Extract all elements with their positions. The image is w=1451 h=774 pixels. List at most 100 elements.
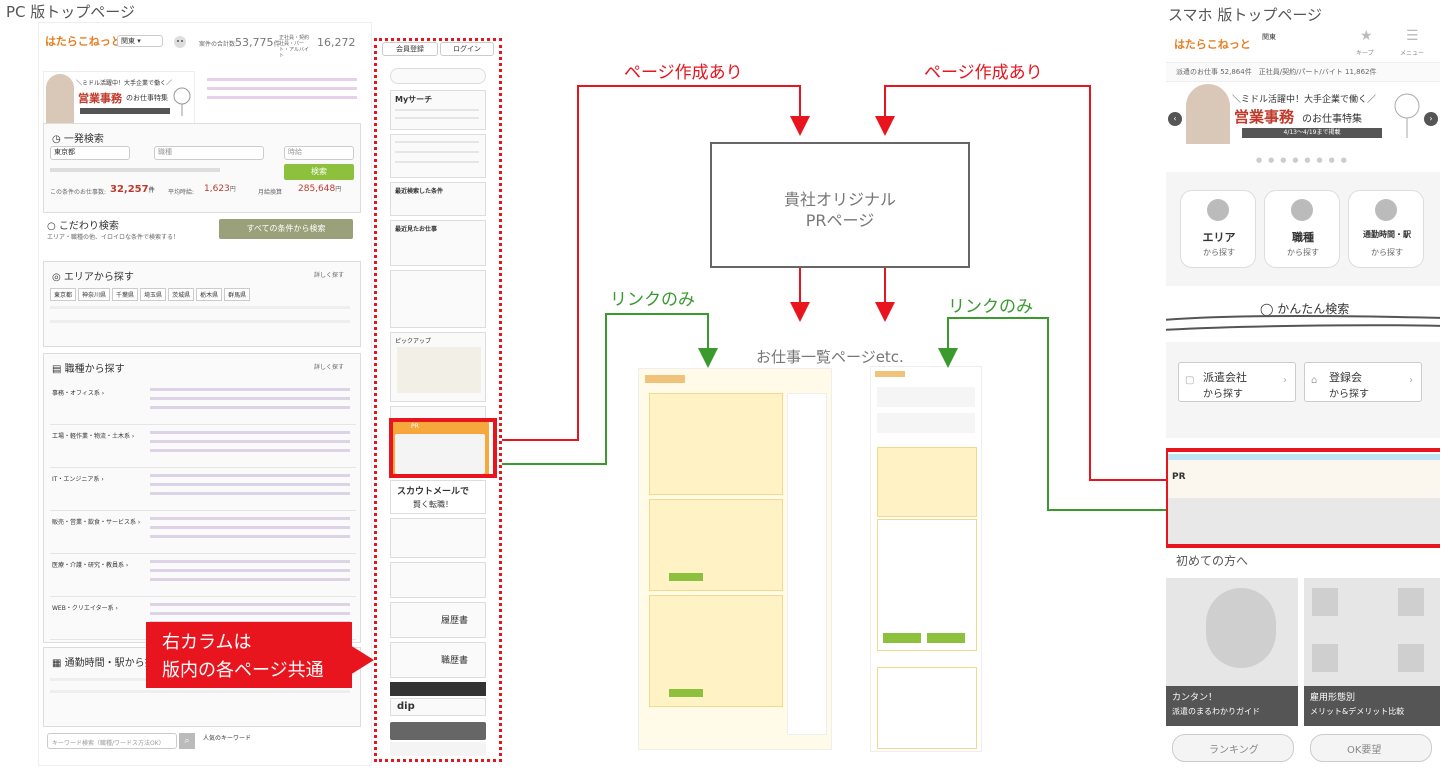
dispatch-button[interactable]: ▢ 派遣会社 から探す › bbox=[1178, 362, 1296, 402]
pc-total-label: 案件の合計数: bbox=[199, 41, 238, 48]
gear-icon: ◎ bbox=[52, 272, 61, 283]
hourly-label: 平均時給: bbox=[168, 189, 195, 196]
banner-next-icon[interactable]: › bbox=[1424, 112, 1438, 126]
other-select[interactable]: 時給 bbox=[284, 146, 354, 160]
rireki-banner[interactable]: 履歴書 bbox=[390, 602, 486, 638]
pref-tab[interactable]: 茨城県 bbox=[168, 288, 195, 301]
sp-nav-card[interactable]: 通勤時間・駅から探す bbox=[1348, 190, 1424, 268]
banner-woman-image bbox=[46, 74, 74, 126]
pc-pr-slot[interactable]: PR bbox=[391, 420, 489, 478]
label-link-only-right: リンクのみ bbox=[948, 297, 1033, 317]
sp-nav-cards: エリアから探す職種から探す通勤時間・駅から探す bbox=[1180, 190, 1436, 270]
pr-slot-highlight bbox=[389, 418, 497, 478]
job-row-label: 販売・営業・飲食・サービス系 › bbox=[52, 519, 141, 526]
keyword-input[interactable]: キーワード検索（職種/ワードス方法OK） bbox=[47, 733, 177, 749]
register-session-button[interactable]: ⌂ 登録会 から探す › bbox=[1304, 362, 1422, 402]
sp-nav-sub: から探す bbox=[1203, 248, 1235, 257]
search-button[interactable]: 検索 bbox=[284, 164, 354, 180]
job-row-label: 事務・オフィス系 › bbox=[52, 390, 105, 397]
mysearch-box[interactable]: Myサーチ bbox=[390, 90, 486, 130]
scout-mail-banner[interactable]: スカウトメールで 賢く転職！ bbox=[390, 480, 486, 514]
side-gray-banner[interactable] bbox=[390, 722, 486, 740]
job-row[interactable]: IT・エンジニア系 › bbox=[50, 468, 356, 511]
area-detail-link[interactable]: 詳しく探す bbox=[314, 272, 345, 279]
keep-icon[interactable]: ★ bbox=[1360, 28, 1373, 44]
job-detail-link[interactable]: 詳しく探す bbox=[314, 364, 345, 371]
mascot-icon bbox=[171, 33, 189, 49]
briefcase-icon: ▤ bbox=[52, 364, 62, 375]
job-row[interactable]: 販売・営業・飲食・サービス系 › bbox=[50, 511, 356, 554]
recent-search-box[interactable]: 最近検索した条件 bbox=[390, 182, 486, 216]
ranking-button[interactable]: ランキング bbox=[1172, 734, 1294, 762]
sp-nav-card[interactable]: エリアから探す bbox=[1180, 190, 1256, 268]
sp-nav-label: エリア bbox=[1202, 231, 1236, 244]
keep-label: キープ bbox=[1356, 50, 1374, 57]
job-select[interactable]: 職種 bbox=[154, 146, 264, 160]
sp-nav-icon bbox=[1207, 199, 1229, 221]
pc-news-list bbox=[207, 75, 357, 105]
pref-tab[interactable]: 群馬県 bbox=[224, 288, 251, 301]
sp-count-bar: 派遣のお仕事 52,864件 正社員/契約/パート/バイト 11,862件 bbox=[1166, 62, 1440, 82]
count-label: この条件のお仕事数: bbox=[50, 189, 107, 196]
popular-keyword: 人気のキーワード bbox=[203, 735, 252, 742]
easy-search-title: ◯ かんたん検索 bbox=[1260, 302, 1350, 316]
job-row[interactable]: 工場・軽作業・物流・土木系 › bbox=[50, 425, 356, 468]
job-row[interactable]: 事務・オフィス系 › bbox=[50, 382, 356, 425]
callout-pointer bbox=[350, 645, 374, 675]
sp-banner[interactable]: ‹ ＼ミドル活躍中！大手企業で働く／ 営業事務 のお仕事特集 4/13〜4/19… bbox=[1166, 84, 1440, 144]
job-row-label: 工場・軽作業・物流・土木系 › bbox=[52, 433, 135, 440]
pref-tab[interactable]: 栃木県 bbox=[196, 288, 223, 301]
sp-nav-card[interactable]: 職種から探す bbox=[1264, 190, 1340, 268]
ok-request-button[interactable]: OK要望 bbox=[1310, 734, 1432, 762]
tree-icon bbox=[172, 86, 192, 116]
sp-pr-slot[interactable]: PR bbox=[1166, 454, 1440, 546]
search-title: ◷ 一発検索 bbox=[52, 134, 104, 145]
login-button[interactable]: ログイン bbox=[440, 42, 494, 56]
side-banner-a[interactable] bbox=[390, 518, 486, 558]
arrow-pc-link-only bbox=[502, 313, 718, 465]
sp-nav-icon bbox=[1291, 199, 1313, 221]
joblist-sp-thumbnail bbox=[870, 366, 982, 752]
keyword-search-icon[interactable]: ⌕ bbox=[179, 733, 195, 749]
pref-tab[interactable]: 埼玉県 bbox=[140, 288, 167, 301]
guide-card[interactable]: カンタン！ 派遣のまるわかりガイド bbox=[1166, 578, 1298, 726]
menu-icon[interactable]: ☰ bbox=[1406, 28, 1419, 44]
sp-pr-highlight bbox=[1166, 448, 1440, 548]
area-select[interactable]: 東京都 bbox=[50, 146, 130, 160]
pref-tab[interactable]: 千葉県 bbox=[112, 288, 139, 301]
clock-icon: ◷ bbox=[52, 134, 61, 145]
right-column-highlight bbox=[374, 38, 502, 762]
label-job-list: お仕事一覧ページetc. bbox=[756, 348, 904, 366]
viewed-jobs-box[interactable]: 最近見たお仕事 bbox=[390, 220, 486, 266]
job-row-label: IT・エンジニア系 › bbox=[52, 476, 104, 483]
pref-tab[interactable]: 東京都 bbox=[50, 288, 77, 301]
sp-region[interactable]: 関東 bbox=[1262, 33, 1276, 41]
comparison-card[interactable]: 雇用形態別 メリット&デメリット比較 bbox=[1304, 578, 1440, 726]
sp-page: はたらこねっと 関東 ★ キープ ☰ メニュー 派遣のお仕事 52,864件 正… bbox=[1166, 22, 1440, 768]
pickup-box[interactable]: ピックアップ bbox=[390, 332, 486, 402]
pref-tab[interactable]: 神奈川県 bbox=[78, 288, 111, 301]
pc-type-value: 16,272 bbox=[317, 36, 356, 49]
all-conditions-button[interactable]: すべての条件から検索 bbox=[219, 219, 353, 239]
side-info-box[interactable] bbox=[390, 270, 486, 328]
hourly-value: 1,623円 bbox=[204, 184, 236, 194]
register-button[interactable]: 会員登録 bbox=[382, 42, 438, 56]
sp-title: スマホ 版トップページ bbox=[1168, 6, 1323, 24]
pc-banner[interactable]: ＼ミドル活躍中！大手企業で働く／ 営業事務 のお仕事特集 bbox=[43, 71, 195, 131]
pc-logo: はたらこねっと bbox=[45, 35, 122, 48]
shokumu-banner[interactable]: 職歴書 bbox=[390, 642, 486, 678]
dip-banner[interactable]: dip bbox=[390, 698, 486, 716]
label-link-only-left: リンクのみ bbox=[610, 290, 695, 310]
sp-nav-label: 職種 bbox=[1292, 231, 1314, 244]
sp-nav-sub: から探す bbox=[1371, 248, 1403, 257]
banner-prev-icon[interactable]: ‹ bbox=[1168, 112, 1182, 126]
side-banner-b[interactable] bbox=[390, 562, 486, 598]
side-dark-banner[interactable] bbox=[390, 682, 486, 696]
pc-region-select[interactable]: 関東 ▾ bbox=[117, 35, 163, 47]
job-row[interactable]: 医療・介護・研究・教員系 › bbox=[50, 554, 356, 597]
side-search-bar[interactable] bbox=[390, 68, 486, 84]
checkbox-row[interactable] bbox=[50, 168, 220, 172]
carousel-dots[interactable]: ●●●●●●●● bbox=[1256, 156, 1353, 164]
job-row-label: 医療・介護・研究・教員系 › bbox=[52, 562, 129, 569]
label-page-created-left: ページ作成あり bbox=[624, 63, 743, 83]
